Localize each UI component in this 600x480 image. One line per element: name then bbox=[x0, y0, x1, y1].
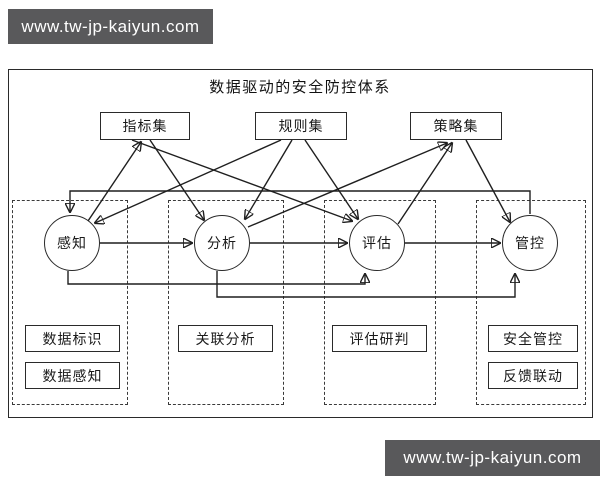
node-perception: 感知 bbox=[44, 215, 100, 271]
box-data-perception-label: 数据感知 bbox=[42, 367, 103, 384]
group-control bbox=[476, 200, 586, 405]
box-data-labeling-label: 数据标识 bbox=[42, 330, 103, 347]
box-data-perception: 数据感知 bbox=[25, 362, 120, 389]
node-analysis: 分析 bbox=[194, 215, 250, 271]
box-data-labeling: 数据标识 bbox=[25, 325, 120, 352]
node-analysis-label: 分析 bbox=[207, 235, 237, 251]
node-control-label: 管控 bbox=[515, 235, 545, 251]
node-control: 管控 bbox=[502, 215, 558, 271]
box-rule-set: 规则集 bbox=[255, 112, 347, 140]
box-assessment-judgment: 评估研判 bbox=[332, 325, 427, 352]
node-perception-label: 感知 bbox=[57, 235, 87, 251]
box-strategy-set: 策略集 bbox=[410, 112, 502, 140]
watermark-text-bottom: www.tw-jp-kaiyun.com bbox=[403, 448, 582, 467]
node-evaluation-label: 评估 bbox=[362, 235, 392, 251]
box-indicator-set: 指标集 bbox=[100, 112, 190, 140]
box-strategy-set-label: 策略集 bbox=[433, 118, 479, 134]
box-assessment-judgment-label: 评估研判 bbox=[349, 330, 410, 347]
box-feedback-linkage: 反馈联动 bbox=[488, 362, 578, 389]
box-security-control: 安全管控 bbox=[488, 325, 578, 352]
box-rule-set-label: 规则集 bbox=[278, 118, 324, 134]
diagram-title: 数据驱动的安全防控体系 bbox=[209, 79, 391, 96]
box-correlation-analysis-label: 关联分析 bbox=[195, 330, 256, 347]
node-evaluation: 评估 bbox=[349, 215, 405, 271]
watermark-banner-top: www.tw-jp-kaiyun.com bbox=[8, 9, 213, 44]
box-indicator-set-label: 指标集 bbox=[122, 118, 168, 134]
box-security-control-label: 安全管控 bbox=[503, 330, 563, 347]
box-feedback-linkage-label: 反馈联动 bbox=[503, 367, 563, 384]
watermark-banner-bottom: www.tw-jp-kaiyun.com bbox=[385, 440, 600, 476]
box-correlation-analysis: 关联分析 bbox=[178, 325, 273, 352]
watermark-text-top: www.tw-jp-kaiyun.com bbox=[21, 16, 200, 36]
